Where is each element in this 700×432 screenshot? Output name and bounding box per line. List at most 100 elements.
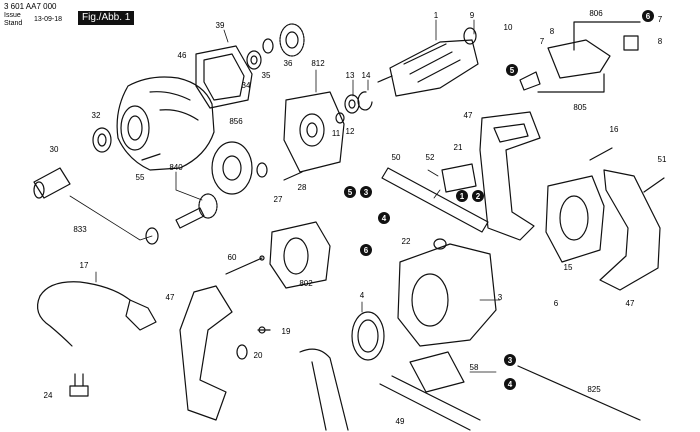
bracket-806: [537, 21, 641, 93]
part-label-p16: 16: [610, 125, 619, 134]
frame-49: [379, 375, 481, 431]
part-label-p12: 12: [346, 127, 355, 136]
part-label-p4: 4: [360, 291, 365, 300]
clutch-disc-856: [211, 141, 268, 195]
field-802: [269, 221, 331, 289]
part-label-p19: 19: [282, 327, 291, 336]
screw-16: [589, 147, 613, 161]
callout-c5a: 5: [506, 64, 518, 76]
washer-11: [335, 112, 345, 124]
part-label-p39: 39: [216, 21, 225, 30]
armature-1: [377, 27, 479, 97]
part-label-p7a: 7: [540, 37, 545, 46]
leader-lines: [69, 19, 501, 373]
part-label-p1: 1: [434, 11, 439, 20]
stator-housing-15: [545, 175, 605, 263]
part-label-p47a: 47: [464, 111, 473, 120]
ring-4: [351, 311, 385, 361]
part-label-p13: 13: [346, 71, 355, 80]
callout-circle: [378, 212, 390, 224]
part-label-p52: 52: [426, 153, 435, 162]
part-label-p802: 802: [299, 279, 313, 288]
part-label-p20: 20: [254, 351, 263, 360]
callout-number: 6: [646, 12, 651, 21]
gasket-46: [195, 45, 253, 109]
callout-number: 5: [348, 188, 353, 197]
screw-51: [643, 177, 665, 193]
part-label-p833: 833: [73, 225, 87, 234]
part-label-p10: 10: [504, 23, 513, 32]
part-label-p46: 46: [178, 51, 187, 60]
part-label-p9: 9: [470, 11, 475, 20]
part-label-p35: 35: [262, 71, 271, 80]
part-label-p11: 11: [332, 129, 341, 138]
part-label-p21: 21: [454, 143, 463, 152]
bearing-34: [246, 50, 262, 70]
part-label-p7b: 7: [658, 15, 663, 24]
bearing-32: [92, 127, 112, 153]
part-label-p3: 3: [498, 293, 503, 302]
part-label-p15: 15: [564, 263, 573, 272]
part-label-p825: 825: [587, 385, 601, 394]
plate-58: [409, 351, 465, 393]
part-label-p17: 17: [80, 261, 89, 270]
part-label-p47c: 47: [166, 293, 175, 302]
motor-housing-3: [397, 243, 497, 347]
issue-label: Issue Stand: [4, 12, 23, 27]
part-label-p34: 34: [242, 81, 251, 90]
brush-holder-806: [519, 35, 639, 91]
part-label-p812: 812: [311, 59, 325, 68]
circlip-14: [357, 91, 373, 111]
part-label-p8b: 8: [658, 37, 663, 46]
callout-number: 1: [460, 192, 465, 201]
bearing-13: [344, 94, 360, 114]
callout-c2: 2: [472, 190, 484, 202]
callout-circle: [360, 186, 372, 198]
cable-17: [37, 281, 157, 347]
callout-number: 3: [508, 356, 513, 365]
callout-c4b: 4: [504, 378, 516, 390]
part-label-p28: 28: [298, 183, 307, 192]
callout-c4a: 4: [378, 212, 390, 224]
part-label-p47b: 47: [626, 299, 635, 308]
part-label-p55: 55: [136, 173, 145, 182]
callout-c6b: 6: [360, 244, 372, 256]
part-label-p50: 50: [392, 153, 401, 162]
part-label-p27: 27: [274, 195, 283, 204]
gear-plate-812: [283, 91, 345, 173]
callout-number: 4: [382, 214, 387, 223]
callout-circle: [506, 64, 518, 76]
rod-825: [517, 365, 641, 421]
figure-label: Fig./Abb. 1: [78, 11, 135, 25]
part-label-p58: 58: [470, 363, 479, 372]
spindle-sleeve-30: [33, 167, 71, 199]
circlip-35: [262, 38, 274, 54]
tube-50: [381, 167, 489, 233]
callout-c3b: 3: [504, 354, 516, 366]
plug-24: [69, 373, 89, 397]
callout-number: 5: [510, 66, 515, 75]
screw-19: [257, 326, 271, 334]
part-label-p24: 24: [44, 391, 53, 400]
callout-c6a: 6: [642, 10, 654, 22]
callout-number: 4: [508, 380, 513, 389]
handle-47-right: [599, 169, 661, 291]
callout-number: 3: [364, 188, 369, 197]
part-drawings: [33, 19, 665, 431]
screw-55: [141, 153, 161, 161]
gear-housing: [116, 76, 215, 171]
screw-60: [225, 255, 265, 275]
callout-circle: [344, 186, 356, 198]
handle-47-top: [479, 111, 541, 241]
screw-28: [283, 171, 303, 181]
part-label-p32: 32: [92, 111, 101, 120]
callout-number: 2: [476, 192, 481, 201]
part-label-p6: 6: [554, 299, 559, 308]
callout-circle: [504, 354, 516, 366]
part-label-p30: 30: [50, 145, 59, 154]
gear-36: [279, 23, 305, 57]
callout-circle: [642, 10, 654, 22]
part-label-p14: 14: [362, 71, 371, 80]
part-label-p806: 806: [589, 9, 603, 18]
